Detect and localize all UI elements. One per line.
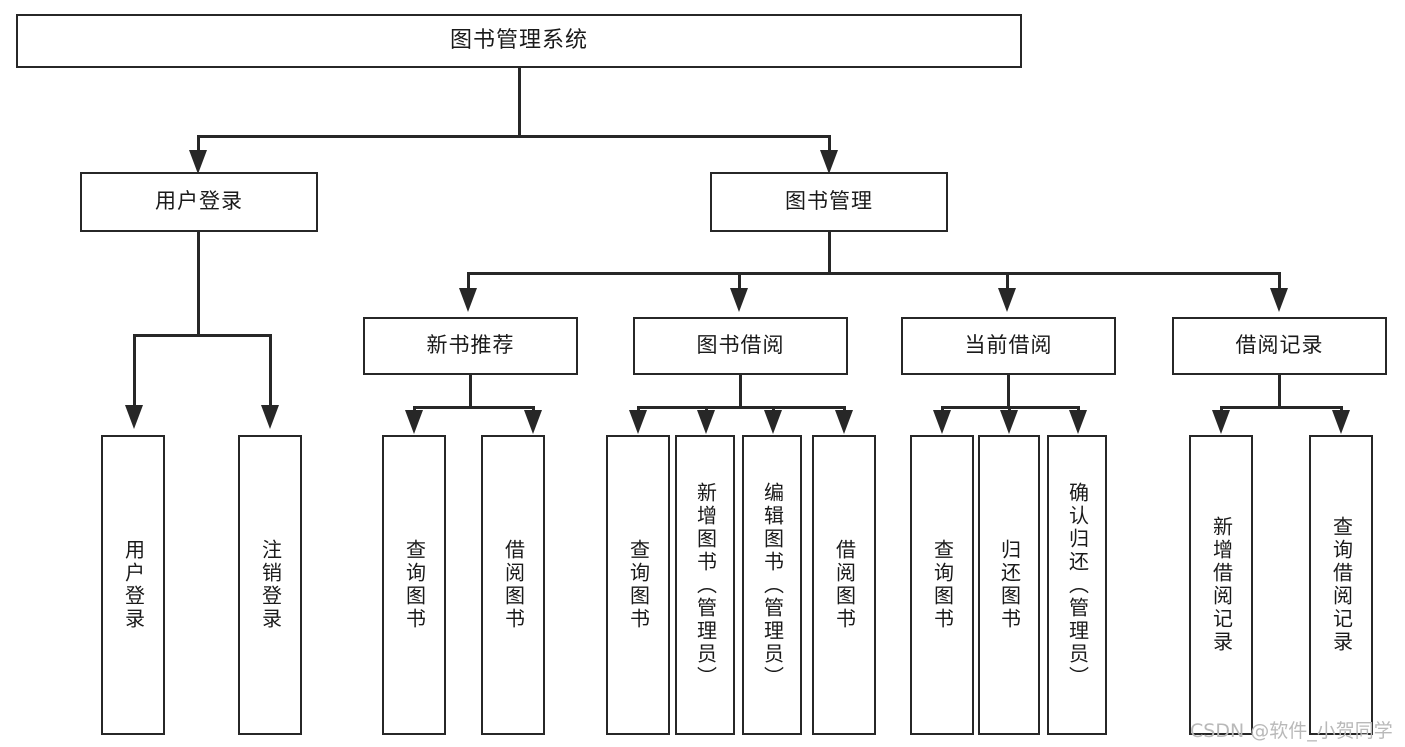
arrow-to-leaf-add-book xyxy=(697,410,715,434)
arrow-to-leaf-query-book-3 xyxy=(933,410,951,434)
leaf-query-book-borrow[interactable]: 查询图书 xyxy=(606,435,670,735)
node-current-borrow[interactable]: 当前借阅 xyxy=(901,317,1116,375)
edge-level3-bus xyxy=(467,272,1281,275)
leaf-edit-book-admin[interactable]: 编辑图书（管理员） xyxy=(742,435,802,735)
edge-user-login-bus xyxy=(133,334,272,337)
edge-borrow-bus xyxy=(637,406,846,409)
edge-root-down xyxy=(518,68,521,137)
arrow-to-leaf-confirm-return xyxy=(1069,410,1087,434)
arrow-to-leaf-borrow-book-1 xyxy=(524,410,542,434)
leaf-confirm-return-admin[interactable]: 确认归还（管理员） xyxy=(1047,435,1107,735)
node-book-borrow[interactable]: 图书借阅 xyxy=(633,317,848,375)
arrow-to-leaf-return-book xyxy=(1000,410,1018,434)
leaf-logout[interactable]: 注销登录 xyxy=(238,435,302,735)
node-new-book-recommend[interactable]: 新书推荐 xyxy=(363,317,578,375)
arrow-to-leaf-borrow-book-2 xyxy=(835,410,853,434)
arrow-to-leaf-add-record xyxy=(1212,410,1230,434)
edge-user-login-down xyxy=(197,232,200,336)
leaf-query-book-recommend[interactable]: 查询图书 xyxy=(382,435,446,735)
edge-user-login-drop-2 xyxy=(269,334,272,410)
edge-recommend-bus xyxy=(413,406,535,409)
leaf-borrow-book-recommend[interactable]: 借阅图书 xyxy=(481,435,545,735)
node-borrow-record[interactable]: 借阅记录 xyxy=(1172,317,1387,375)
edge-record-down xyxy=(1278,375,1281,408)
arrow-to-leaf-query-record xyxy=(1332,410,1350,434)
leaf-borrow-book-borrow[interactable]: 借阅图书 xyxy=(812,435,876,735)
arrow-to-book-borrow xyxy=(730,288,748,312)
edge-borrow-down xyxy=(739,375,742,408)
edge-level2-drop-right xyxy=(828,135,831,157)
edge-level2-drop-left xyxy=(197,135,200,157)
node-root-library-system[interactable]: 图书管理系统 xyxy=(16,14,1022,68)
csdn-watermark: CSDN @软件_小贺同学 xyxy=(1190,720,1393,742)
arrow-to-book-management xyxy=(820,150,838,174)
arrow-to-leaf-logout xyxy=(261,405,279,429)
edge-level3-drop-4 xyxy=(1278,272,1281,294)
edge-recommend-down xyxy=(469,375,472,408)
edge-level3-drop-3 xyxy=(1006,272,1009,294)
edge-level3-drop-1 xyxy=(467,272,470,294)
leaf-query-book-current[interactable]: 查询图书 xyxy=(910,435,974,735)
leaf-add-borrow-record[interactable]: 新增借阅记录 xyxy=(1189,435,1253,735)
edge-record-bus xyxy=(1220,406,1343,409)
edge-level2-bus xyxy=(197,135,831,138)
arrow-to-user-login xyxy=(189,150,207,174)
arrow-to-leaf-user-login xyxy=(125,405,143,429)
leaf-query-borrow-record[interactable]: 查询借阅记录 xyxy=(1309,435,1373,735)
edge-current-down xyxy=(1007,375,1010,408)
edge-user-login-drop-1 xyxy=(133,334,136,410)
node-book-management[interactable]: 图书管理 xyxy=(710,172,948,232)
edge-book-management-down xyxy=(828,232,831,274)
leaf-add-book-admin[interactable]: 新增图书（管理员） xyxy=(675,435,735,735)
leaf-return-book[interactable]: 归还图书 xyxy=(978,435,1040,735)
arrow-to-leaf-query-book-1 xyxy=(405,410,423,434)
leaf-user-login[interactable]: 用户登录 xyxy=(101,435,165,735)
node-user-login[interactable]: 用户登录 xyxy=(80,172,318,232)
arrow-to-leaf-edit-book xyxy=(764,410,782,434)
arrow-to-borrow-record xyxy=(1270,288,1288,312)
arrow-to-new-book-recommend xyxy=(459,288,477,312)
arrow-to-current-borrow xyxy=(998,288,1016,312)
arrow-to-leaf-query-book-2 xyxy=(629,410,647,434)
edge-level3-drop-2 xyxy=(738,272,741,294)
